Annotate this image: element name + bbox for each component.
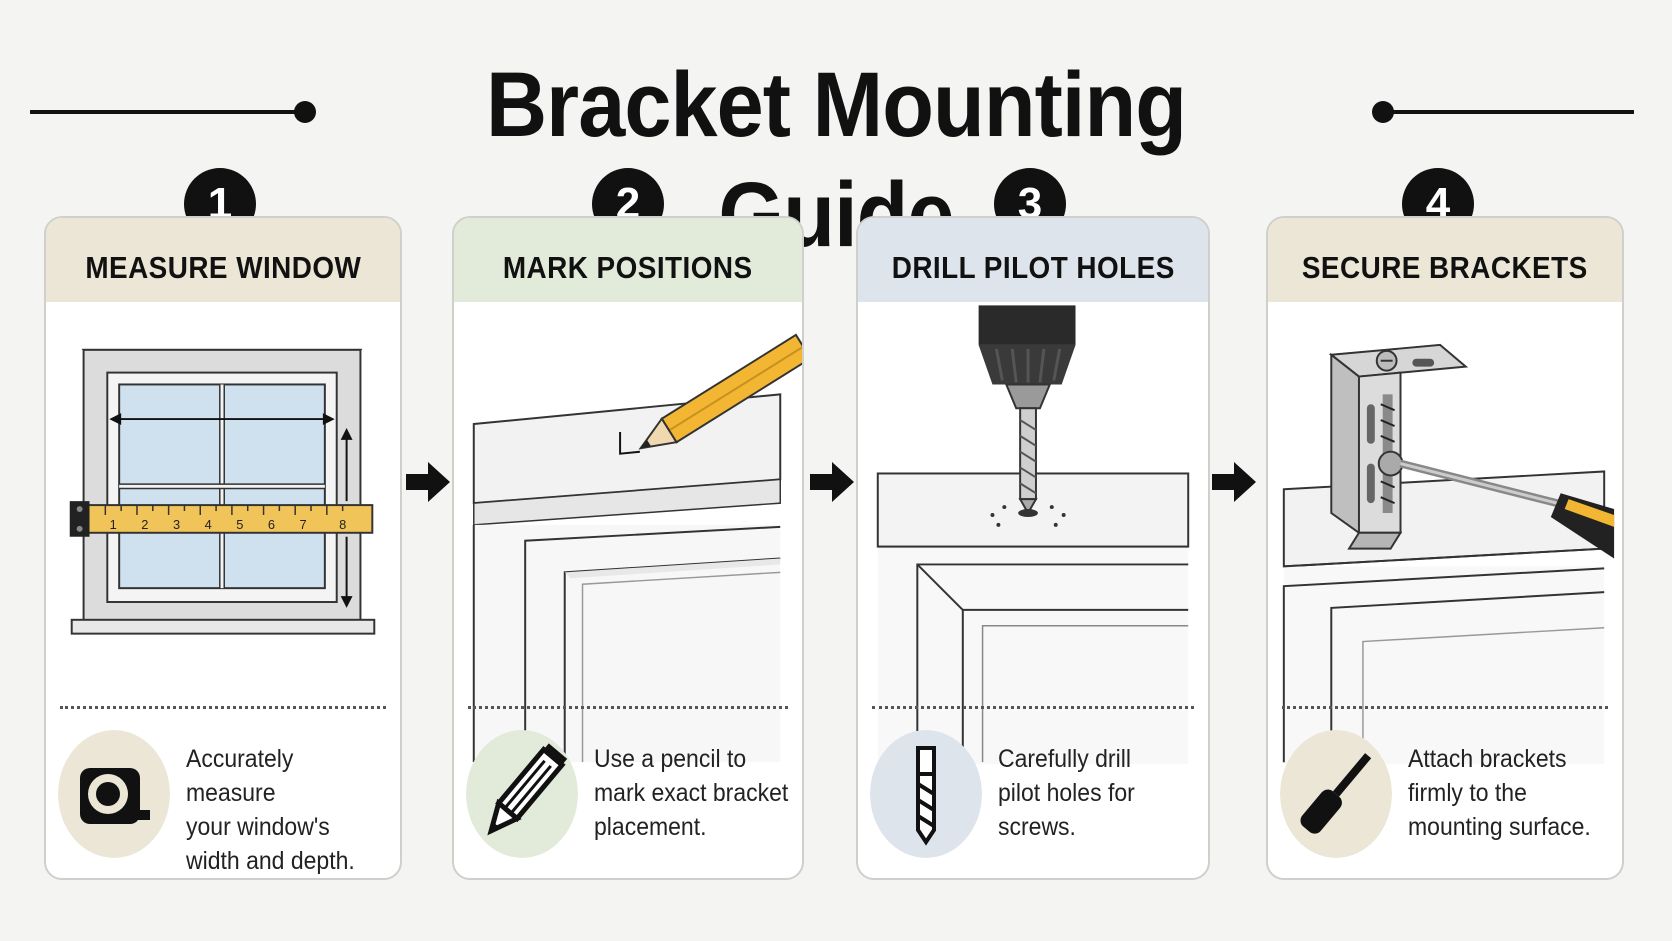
arrow-right-icon bbox=[1212, 462, 1256, 502]
description-line: your window's bbox=[186, 813, 330, 841]
title-row: Bracket Mounting Guide bbox=[0, 28, 1672, 266]
arrow-right-icon bbox=[406, 462, 450, 502]
tape-tick-label: 1 bbox=[110, 517, 117, 532]
step-4-heading: SECURE BRACKETS bbox=[1302, 250, 1588, 285]
description-line: mark exact bracket bbox=[594, 779, 789, 807]
window-measure-illustration: 1 2 3 4 5 6 7 8 bbox=[69, 348, 376, 635]
step-1-card: MEASURE WINDOW bbox=[44, 216, 402, 880]
arrow-right-icon bbox=[810, 462, 854, 502]
pencil-icon bbox=[466, 730, 578, 858]
step-2-description: Use a pencil to mark exact bracket place… bbox=[594, 742, 796, 844]
step-1-header: MEASURE WINDOW bbox=[46, 218, 400, 302]
step-3-description: Carefully drill pilot holes for screws. bbox=[998, 742, 1200, 844]
tape-tick-label: 3 bbox=[173, 517, 180, 532]
step-4-description: Attach brackets firmly to the mounting s… bbox=[1408, 742, 1610, 844]
description-line: pilot holes for bbox=[998, 779, 1135, 807]
step-3-card: DRILL PILOT HOLES bbox=[856, 216, 1210, 880]
step-3-divider bbox=[872, 706, 1194, 709]
description-line: Attach brackets bbox=[1408, 745, 1567, 773]
step-2-header: MARK POSITIONS bbox=[454, 218, 802, 302]
drill-illustration bbox=[876, 305, 1190, 765]
description-line: firmly to the bbox=[1408, 779, 1527, 807]
step-3-header: DRILL PILOT HOLES bbox=[858, 218, 1208, 302]
step-4-divider bbox=[1282, 706, 1608, 709]
description-line: placement. bbox=[594, 813, 707, 841]
tape-tick-label: 2 bbox=[141, 517, 148, 532]
step-1-divider bbox=[60, 706, 386, 709]
step-4-card: SECURE BRACKETS bbox=[1266, 216, 1624, 880]
step-2-heading: MARK POSITIONS bbox=[503, 250, 753, 285]
drill-bit-icon bbox=[870, 730, 982, 858]
tape-tick-label: 7 bbox=[300, 517, 307, 532]
step-3-heading: DRILL PILOT HOLES bbox=[891, 250, 1175, 285]
mark-position-illustration bbox=[472, 333, 802, 763]
title-rule-dot-left bbox=[294, 101, 316, 123]
tape-tick-label: 4 bbox=[205, 517, 212, 532]
step-2-card: MARK POSITIONS Use a penc bbox=[452, 216, 804, 880]
page-title: Bracket Mounting Guide bbox=[485, 54, 1187, 266]
secure-bracket-illustration bbox=[1282, 343, 1615, 765]
description-line: Accurately measure bbox=[186, 745, 294, 807]
description-line: screws. bbox=[998, 813, 1076, 841]
tape-measure-icon bbox=[58, 730, 170, 858]
tape-tick-label: 6 bbox=[268, 517, 275, 532]
step-4-header: SECURE BRACKETS bbox=[1268, 218, 1622, 302]
title-rule-right bbox=[1378, 110, 1634, 114]
tape-tick-label: 8 bbox=[339, 517, 346, 532]
step-1-heading: MEASURE WINDOW bbox=[85, 250, 361, 285]
screwdriver-icon bbox=[1280, 730, 1392, 858]
description-line: Use a pencil to bbox=[594, 745, 747, 773]
title-rule-left bbox=[30, 110, 300, 114]
description-line: mounting surface. bbox=[1408, 813, 1591, 841]
step-1-description: Accurately measure your window's width a… bbox=[186, 742, 388, 878]
tape-tick-label: 5 bbox=[236, 517, 243, 532]
description-line: width and depth. bbox=[186, 847, 355, 875]
step-2-divider bbox=[468, 706, 788, 709]
description-line: Carefully drill bbox=[998, 745, 1131, 773]
